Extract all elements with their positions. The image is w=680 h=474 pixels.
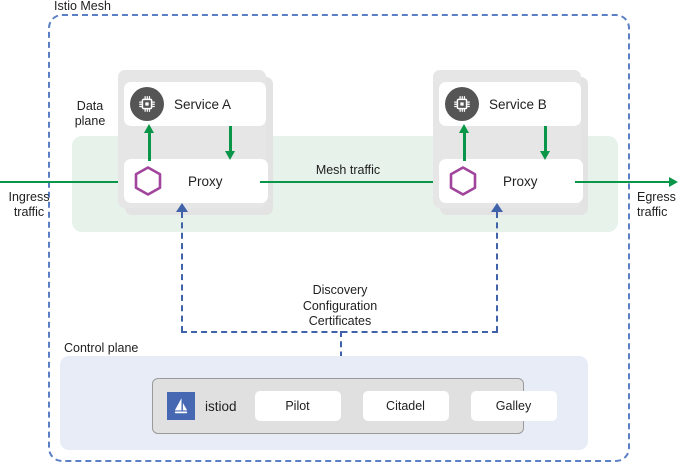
- egress-traffic-label-line2: traffic: [637, 205, 668, 219]
- proxy-b-card: Proxy: [439, 159, 583, 203]
- ingress-traffic-label-line2: traffic: [13, 205, 45, 219]
- control-connector-label-line2: Configuration: [302, 298, 378, 313]
- service-a-label: Service A: [174, 96, 232, 112]
- ingress-traffic-label: Ingress traffic: [0, 190, 58, 220]
- service-b-to-proxy-b-line: [544, 126, 547, 153]
- mesh-traffic-line: [260, 181, 436, 183]
- mesh-traffic-label: Mesh traffic: [315, 163, 381, 177]
- control-connector-bus: [181, 331, 498, 333]
- control-connector-label-line3: Certificates: [308, 314, 372, 328]
- proxy-b-label: Proxy: [503, 173, 538, 189]
- proxy-a-to-service-a-line: [148, 131, 151, 161]
- service-a-to-proxy-a-line: [229, 126, 232, 153]
- control-to-proxy-a-line: [181, 212, 183, 332]
- component-chip-galley[interactable]: Galley: [470, 391, 557, 421]
- istiod-box: istiod Pilot Citadel Galley: [152, 378, 557, 434]
- service-b-card: Service B: [439, 82, 581, 126]
- control-to-proxy-b-arrowhead: [491, 203, 503, 212]
- microchip-icon: [445, 87, 479, 121]
- egress-traffic-line: [575, 181, 670, 183]
- hexagon-icon: [447, 165, 479, 197]
- service-b-label: Service B: [489, 96, 547, 112]
- istiod-label: istiod: [205, 398, 237, 414]
- egress-traffic-label-line1: Egress: [637, 190, 676, 204]
- ingress-traffic-label-line1: Ingress: [8, 190, 50, 204]
- control-to-proxy-b-line: [496, 212, 498, 332]
- control-connector-stem: [340, 331, 342, 378]
- egress-traffic-label: Egress traffic: [637, 190, 680, 220]
- istio-mesh-label: Istio Mesh: [50, 0, 115, 14]
- proxy-a-to-service-a-arrowhead: [144, 124, 154, 133]
- control-to-proxy-a-arrowhead: [176, 203, 188, 212]
- control-connector-label: Discovery Configuration Certificates: [270, 283, 410, 330]
- data-plane-label-line1: Data plane: [74, 99, 106, 128]
- component-chip-pilot[interactable]: Pilot: [254, 391, 341, 421]
- hexagon-icon: [132, 165, 164, 197]
- ingress-traffic-line: [0, 181, 128, 183]
- istio-sail-logo-icon: [167, 392, 195, 420]
- egress-traffic-arrowhead: [669, 176, 678, 187]
- proxy-a-label: Proxy: [188, 173, 223, 189]
- service-a-card: Service A: [124, 82, 266, 126]
- data-plane-label: Data plane: [64, 99, 116, 129]
- istio-mesh-boundary: [48, 14, 630, 462]
- proxy-b-to-service-b-arrowhead: [459, 124, 469, 133]
- control-plane-label: Control plane: [64, 341, 139, 355]
- control-connector-label-line1: Discovery: [312, 283, 368, 297]
- proxy-b-to-service-b-line: [463, 131, 466, 161]
- component-chip-citadel[interactable]: Citadel: [362, 391, 449, 421]
- service-b-to-proxy-b-arrowhead: [540, 151, 550, 160]
- service-a-to-proxy-a-arrowhead: [225, 151, 235, 160]
- proxy-a-card: Proxy: [124, 159, 268, 203]
- microchip-icon: [130, 87, 164, 121]
